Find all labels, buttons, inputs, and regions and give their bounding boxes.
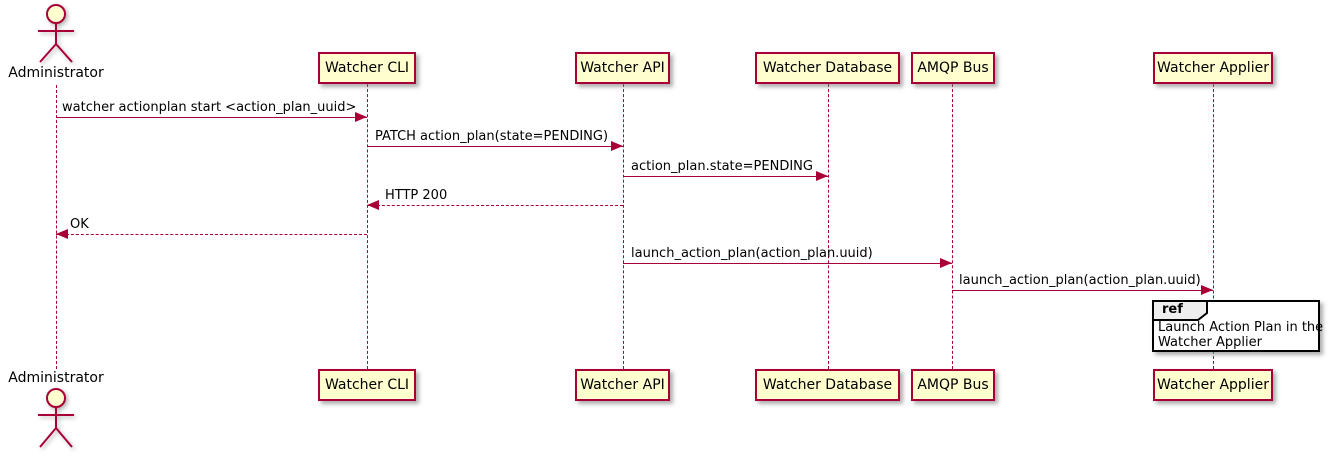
message-label-6: launch_action_plan(action_plan.uuid): [631, 246, 873, 261]
participant-watcher-cli-top: Watcher CLI: [318, 52, 416, 84]
lifeline-watcher-database: [828, 84, 829, 369]
message-line-1: [56, 117, 367, 118]
message-label-4: HTTP 200: [385, 188, 448, 203]
lifeline-amqp-bus: [952, 84, 953, 369]
participant-label: Watcher Applier: [1157, 60, 1269, 76]
participant-watcher-applier-bottom: Watcher Applier: [1153, 369, 1273, 401]
participant-watcher-applier-top: Watcher Applier: [1153, 52, 1273, 84]
lifeline-watcher-applier: [1213, 84, 1214, 369]
participant-label: Watcher Applier: [1157, 377, 1269, 393]
actor-label-top: Administrator: [8, 65, 104, 81]
message-line-6: [623, 263, 952, 264]
arrowhead-right-icon: [355, 112, 367, 122]
actor-label-bottom: Administrator: [8, 370, 104, 386]
message-line-4: [367, 205, 623, 206]
message-line-2: [367, 146, 623, 147]
participant-watcher-api-top: Watcher API: [575, 52, 670, 84]
message-label-7: launch_action_plan(action_plan.uuid): [959, 273, 1201, 288]
arrowhead-right-icon: [611, 141, 623, 151]
actor-icon: [38, 4, 74, 63]
arrowhead-left-icon: [56, 229, 68, 239]
message-label-2: PATCH action_plan(state=PENDING): [375, 129, 609, 144]
actor-icon: [38, 388, 74, 448]
participant-amqp-bus-bottom: AMQP Bus: [911, 369, 995, 401]
participant-amqp-bus-top: AMQP Bus: [911, 52, 995, 84]
arrowhead-left-icon: [367, 200, 379, 210]
participant-watcher-database-bottom: Watcher Database: [755, 369, 900, 401]
arrowhead-right-icon: [940, 258, 952, 268]
message-label-1: watcher actionplan start <action_plan_uu…: [62, 100, 357, 115]
arrowhead-right-icon: [1201, 285, 1213, 295]
ref-text: Launch Action Plan in the Watcher Applie…: [1158, 320, 1323, 350]
lifeline-watcher-cli: [367, 84, 368, 369]
message-line-5: [56, 234, 367, 235]
participant-watcher-api-bottom: Watcher API: [575, 369, 670, 401]
lifeline-administrator: [56, 85, 57, 369]
arrowhead-right-icon: [816, 171, 828, 181]
message-line-7: [952, 290, 1213, 291]
participant-label: AMQP Bus: [917, 377, 989, 393]
message-label-5: OK: [70, 217, 89, 232]
participant-label: Watcher CLI: [324, 60, 410, 76]
ref-fragment: ref Launch Action Plan in the Watcher Ap…: [1152, 300, 1323, 352]
participant-label: Watcher Database: [762, 377, 893, 393]
ref-text-line-2: Watcher Applier: [1158, 335, 1262, 350]
participant-label: Watcher CLI: [324, 377, 410, 393]
participant-label: Watcher Database: [762, 60, 893, 76]
participant-label: AMQP Bus: [917, 60, 989, 76]
ref-text-line-1: Launch Action Plan in the: [1158, 320, 1324, 335]
ref-keyword: ref: [1162, 302, 1183, 317]
lifeline-watcher-api: [623, 84, 624, 369]
message-label-3: action_plan.state=PENDING: [631, 159, 813, 174]
ref-tab-icon: [1152, 300, 1208, 321]
message-line-3: [623, 176, 828, 177]
participant-watcher-cli-bottom: Watcher CLI: [318, 369, 416, 401]
participant-watcher-database-top: Watcher Database: [755, 52, 900, 84]
participant-label: Watcher API: [580, 377, 665, 393]
participant-label: Watcher API: [580, 60, 665, 76]
